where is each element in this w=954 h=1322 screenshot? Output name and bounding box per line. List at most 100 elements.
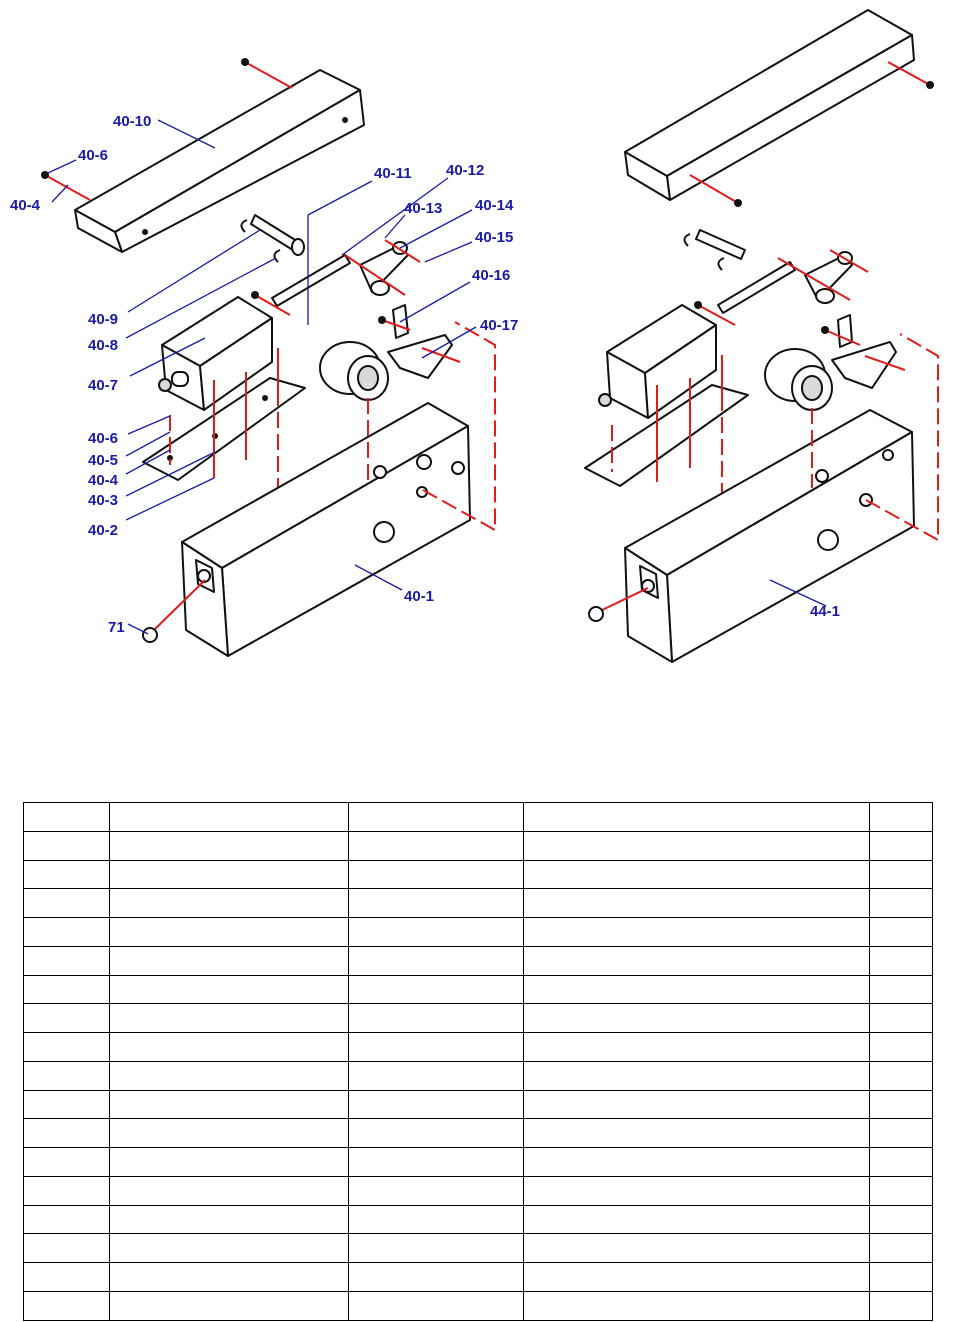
table-cell: [23, 974, 110, 1005]
table-cell: [109, 802, 349, 832]
table-row: [23, 1060, 933, 1091]
callout-40-4-bottom: 40-4: [88, 472, 119, 489]
table-cell: [23, 1032, 110, 1062]
table-cell: [869, 1032, 933, 1062]
table-cell: [869, 1118, 933, 1149]
table-cell: [23, 1089, 110, 1120]
callout-40-16: 40-16: [472, 267, 510, 284]
table-cell: [348, 1233, 524, 1264]
table-cell: [523, 1233, 870, 1264]
table-cell: [348, 1262, 524, 1293]
table-cell: [523, 974, 870, 1005]
callout-40-12: 40-12: [446, 162, 484, 179]
callout-40-4-top: 40-4: [10, 197, 41, 214]
table-cell: [523, 1003, 870, 1034]
table-cell: [523, 1118, 870, 1149]
table-cell: [869, 888, 933, 919]
table-cell: [348, 974, 524, 1005]
table-row: [23, 1233, 933, 1264]
callout-40-5: 40-5: [88, 452, 118, 469]
table-cell: [23, 1262, 110, 1293]
table-cell: [23, 1204, 110, 1235]
table-cell: [348, 859, 524, 890]
table-cell: [23, 1060, 110, 1091]
callout-40-14: 40-14: [475, 197, 514, 214]
table-cell: [109, 974, 349, 1005]
table-cell: [523, 945, 870, 976]
table-cell: [348, 1291, 524, 1321]
lever-arm-right: [777, 249, 869, 348]
callout-40-1: 40-1: [404, 588, 434, 605]
roller-bracket-right: [764, 341, 906, 411]
table-cell: [869, 1233, 933, 1264]
table-cell: [348, 888, 524, 919]
table-cell: [109, 917, 349, 947]
table-row: [23, 1032, 933, 1062]
table-cell: [869, 1003, 933, 1034]
table-cell: [869, 1291, 933, 1321]
table-cell: [869, 1204, 933, 1235]
table-cell: [523, 1032, 870, 1062]
solenoid-right: [598, 304, 717, 419]
table-cell: [869, 1089, 933, 1120]
table-cell: [348, 1147, 524, 1177]
table-cell: [348, 802, 524, 832]
table-row: [23, 1204, 933, 1235]
table-row: [23, 1262, 933, 1293]
main-housing-right: [624, 409, 915, 663]
table-cell: [348, 830, 524, 861]
table-row: [23, 1003, 933, 1034]
table-cell: [869, 917, 933, 947]
table-cell: [869, 1147, 933, 1177]
table-cell: [348, 945, 524, 976]
table-cell: [523, 859, 870, 890]
table-row: [23, 1118, 933, 1149]
table-cell: [109, 1262, 349, 1293]
table-cell: [523, 1175, 870, 1206]
table-cell: [869, 859, 933, 890]
table-row: [23, 1147, 933, 1177]
table-cell: [523, 802, 870, 832]
callout-40-17: 40-17: [480, 317, 518, 334]
table-row: [23, 830, 933, 861]
table-cell: [23, 945, 110, 976]
table-cell: [348, 1204, 524, 1235]
callout-71: 71: [108, 619, 125, 636]
callout-40-8: 40-8: [88, 337, 118, 354]
table-cell: [348, 1175, 524, 1206]
table-cell: [523, 1060, 870, 1091]
table-cell: [109, 1175, 349, 1206]
table-cell: [23, 888, 110, 919]
table-cell: [523, 830, 870, 861]
callout-40-2: 40-2: [88, 522, 118, 539]
table-row: [23, 1175, 933, 1206]
table-cell: [109, 1233, 349, 1264]
table-cell: [109, 859, 349, 890]
table-row: [23, 974, 933, 1005]
table-cell: [523, 1291, 870, 1321]
table-cell: [109, 830, 349, 861]
table-cell: [23, 1175, 110, 1206]
table-cell: [869, 830, 933, 861]
table-cell: [523, 888, 870, 919]
callout-40-6-bottom: 40-6: [88, 430, 118, 447]
link-rod: [251, 254, 351, 316]
table-cell: [869, 1060, 933, 1091]
table-row: [23, 802, 933, 832]
solenoid: [158, 296, 273, 411]
table-row: [23, 888, 933, 919]
base-plate-right: [584, 384, 749, 487]
table-cell: [23, 1003, 110, 1034]
table-cell: [23, 1118, 110, 1149]
table-row: [23, 917, 933, 947]
table-cell: [109, 1089, 349, 1120]
table-cell: [23, 802, 110, 832]
table-cell: [23, 859, 110, 890]
table-cell: [523, 1089, 870, 1120]
table-cell: [348, 1003, 524, 1034]
table-cell: [523, 917, 870, 947]
callout-40-3: 40-3: [88, 492, 118, 509]
table-cell: [109, 1003, 349, 1034]
lever-arm: [344, 239, 421, 296]
table-cell: [869, 945, 933, 976]
